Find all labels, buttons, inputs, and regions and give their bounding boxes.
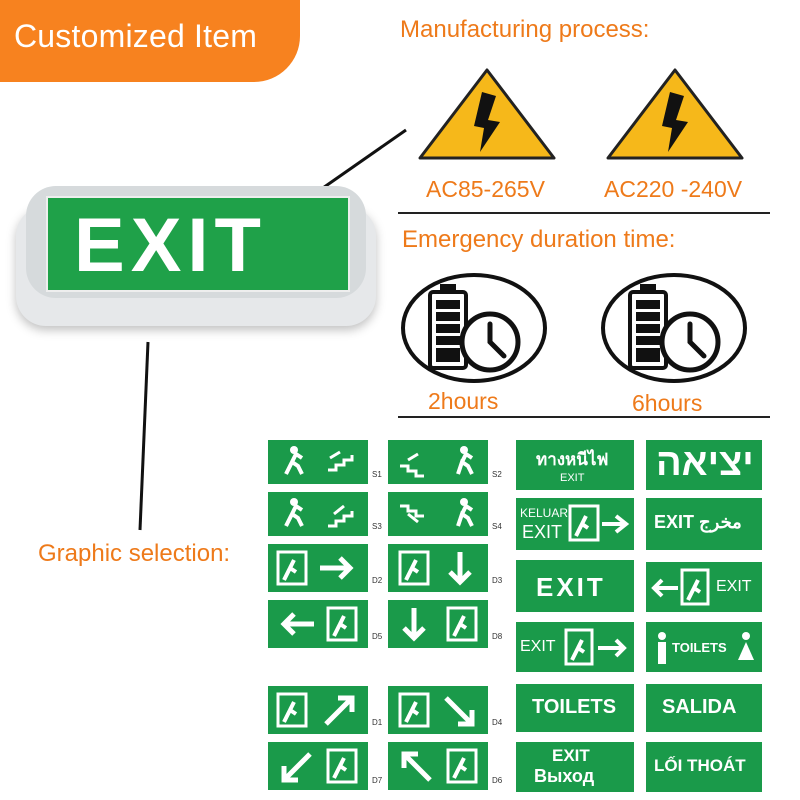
arrow-left-door-icon [651, 568, 710, 606]
sign-d5 [268, 600, 368, 648]
battery-clock-icon [401, 273, 547, 383]
sign-viet: LỐI THOÁT [646, 742, 762, 792]
sign-d4 [388, 686, 488, 734]
code-d1: D1 [372, 718, 383, 727]
code-d3: D3 [492, 576, 503, 585]
emergency-title: Emergency duration time: [402, 226, 676, 253]
sign-keluar: KELUAR EXIT [516, 498, 634, 550]
manufacturing-title: Manufacturing process: [400, 16, 650, 43]
code-s4: S4 [492, 522, 502, 531]
running-man-door-icon [568, 504, 630, 542]
sign-toilets-icons: TOILETS [646, 622, 762, 672]
graphic-title: Graphic selection: [38, 540, 231, 567]
code-s1: S1 [372, 470, 382, 479]
sign-s3 [268, 492, 368, 536]
sign-s4 [388, 492, 488, 536]
sign-exit-left: EXIT [646, 562, 762, 612]
divider [398, 416, 770, 418]
code-d4: D4 [492, 718, 503, 727]
divider [398, 212, 770, 214]
badge-label: Customized Item [14, 18, 258, 54]
code-s3: S3 [372, 522, 382, 531]
voltage-2: AC220 -240V [604, 176, 743, 202]
sign-s1 [268, 440, 368, 484]
door-arrow-right-icon [564, 628, 627, 666]
battery-clock-icon [601, 273, 747, 383]
code-d5: D5 [372, 632, 383, 641]
sign-d2 [268, 544, 368, 592]
exit-light-product: EXIT [16, 186, 376, 336]
sign-hebrew: יציאה [646, 440, 762, 490]
sign-d8 [388, 600, 488, 648]
exit-sign-text: EXIT [74, 203, 267, 288]
code-d7: D7 [372, 776, 383, 785]
code-d8: D8 [492, 632, 503, 641]
sign-arabic: EXIT مخرج [646, 498, 762, 550]
sign-thai: ทางหนีไฟ EXIT [516, 440, 634, 490]
duration-2: 6hours [632, 390, 703, 416]
man-woman-icon [658, 632, 754, 664]
sign-s2 [388, 440, 488, 484]
sign-d7 [268, 742, 368, 790]
duration-1: 2hours [428, 388, 499, 414]
warning-triangle-icon [606, 68, 744, 160]
sign-salida: SALIDA [646, 684, 762, 732]
exit-sign-panel: EXIT [46, 196, 350, 292]
code-d6: D6 [492, 776, 503, 785]
voltage-1: AC85-265V [426, 176, 545, 202]
sign-d3 [388, 544, 488, 592]
sign-d6 [388, 742, 488, 790]
sign-toilets: TOILETS [516, 684, 634, 732]
sign-exit-ru: EXIT Выход [516, 742, 634, 792]
customized-item-badge: Customized Item [0, 0, 300, 82]
sign-d1 [268, 686, 368, 734]
sign-exit: EXIT [516, 560, 634, 612]
warning-triangle-icon [418, 68, 556, 160]
code-d2: D2 [372, 576, 383, 585]
code-s2: S2 [492, 470, 502, 479]
sign-exit-right: EXIT [516, 622, 634, 672]
